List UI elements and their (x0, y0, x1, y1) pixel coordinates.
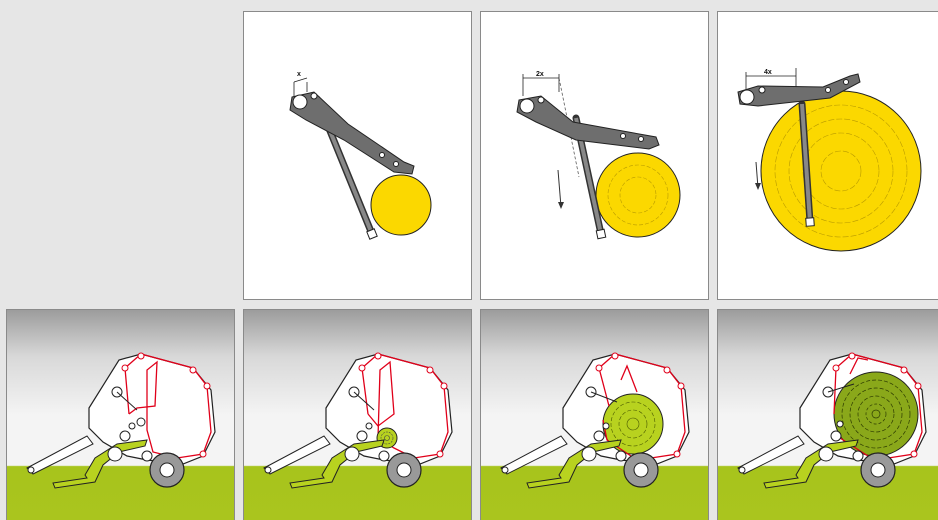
baler (264, 353, 452, 488)
arm-panel-3: 4x (717, 11, 938, 300)
arm-panel-2: 2x (480, 11, 709, 300)
arm-diagram-2: 2x (481, 12, 708, 299)
bale (596, 153, 680, 237)
arm-diagram-3: 4x (718, 12, 938, 299)
bale (761, 91, 921, 251)
bale (371, 175, 431, 235)
dimension-label: 4x (764, 69, 772, 76)
dimension-label: x (297, 71, 301, 78)
baler-panel-2 (243, 309, 472, 520)
arm-diagram-1: x (244, 12, 471, 299)
dimension-label: 2x (536, 71, 544, 78)
arm-panel-1: x (243, 11, 472, 300)
baler-panel-1 (6, 309, 235, 520)
baler (27, 353, 215, 488)
baler-diagram-4 (718, 310, 938, 520)
baler-panel-3 (480, 309, 709, 520)
baler-panel-4 (717, 309, 938, 520)
baler (738, 353, 926, 488)
baler-diagram-2 (244, 310, 471, 520)
baler-diagram-3 (481, 310, 708, 520)
tension-arm (517, 96, 659, 149)
baler-diagram-1 (7, 310, 234, 520)
baler (501, 353, 689, 488)
